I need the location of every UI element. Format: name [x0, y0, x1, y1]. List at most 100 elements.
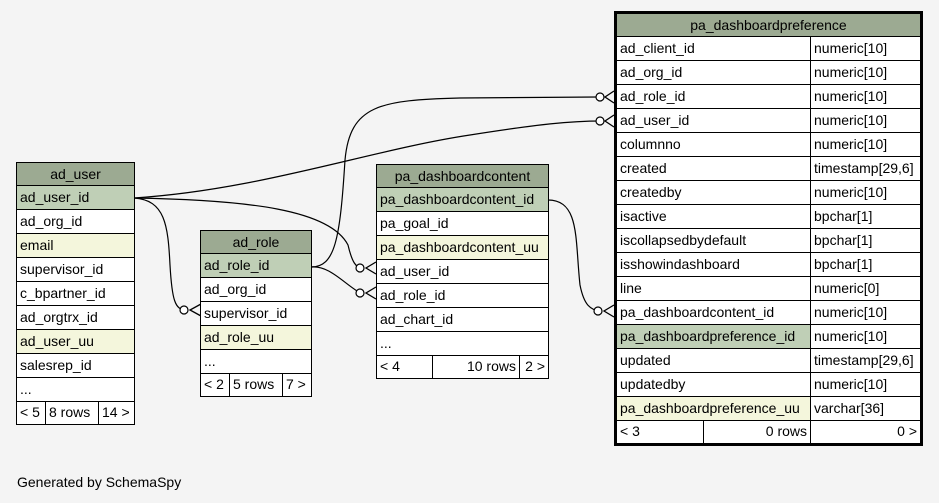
- ad-user-row: ad_org_id: [17, 210, 134, 234]
- column-type: numeric[10]: [810, 301, 920, 324]
- pref-row-count: 0 rows: [704, 421, 811, 443]
- pref-row-14: updatedby numeric[10]: [617, 373, 920, 397]
- edge-ad-user-to-pref-user: [133, 120, 603, 199]
- ad-role-row: supervisor_id: [201, 302, 311, 326]
- pa-dashboardcontent-parents-link[interactable]: < 4: [377, 356, 433, 378]
- column-name: ad_client_id: [620, 40, 695, 56]
- ad-user-footer: < 5 8 rows 14 >: [17, 402, 134, 424]
- pa-dashboardcontent-row: ad_chart_id: [377, 308, 548, 332]
- ad-role-row: ad_role_uu: [201, 326, 311, 350]
- ad-user-row: ad_user_uu: [17, 330, 134, 354]
- ad-user-row: supervisor_id: [17, 258, 134, 282]
- ad-role-row-count: 5 rows: [230, 374, 283, 396]
- pa-dashboardcontent-row: ad_role_id: [377, 284, 548, 308]
- ad-user-row-count: 8 rows: [46, 402, 99, 424]
- ad-role-row: ad_org_id: [201, 278, 311, 302]
- column-name: updatedby: [620, 376, 686, 392]
- pa-dashboardcontent-table[interactable]: pa_dashboardcontent pa_dashboardcontent_…: [376, 164, 549, 379]
- pa-dashboardpreference-footer: < 3 0 rows 0 >: [617, 421, 920, 443]
- pref-row-3: ad_user_id numeric[10]: [617, 109, 920, 133]
- pa-dashboardcontent-row: ...: [377, 332, 548, 356]
- column-type: numeric[10]: [810, 61, 920, 84]
- edge-ad-user-to-role-supervisor: [133, 197, 187, 311]
- ad-user-title: ad_user: [17, 163, 134, 186]
- pref-row-10: line numeric[0]: [617, 277, 920, 301]
- pa-dashboardcontent-row: pa_dashboardcontent_uu: [377, 236, 548, 260]
- edge-ad-user-to-content-user: [133, 197, 363, 269]
- column-name: isactive: [620, 208, 667, 224]
- column-type: numeric[10]: [810, 325, 920, 348]
- column-type: varchar[36]: [810, 397, 920, 420]
- column-type: numeric[10]: [810, 133, 920, 156]
- column-type: timestamp[29,6]: [810, 349, 920, 372]
- column-name: pa_dashboardcontent_id: [620, 304, 775, 320]
- pref-row-4: columnno numeric[10]: [617, 133, 920, 157]
- column-type: numeric[0]: [810, 277, 920, 300]
- pref-row-12: pa_dashboardpreference_id numeric[10]: [617, 325, 920, 349]
- column-name: pa_dashboardpreference_id: [620, 328, 796, 344]
- column-type: bpchar[1]: [810, 229, 920, 252]
- pref-children-link[interactable]: 0 >: [897, 423, 917, 439]
- column-type: numeric[10]: [810, 181, 920, 204]
- edge-role-to-pref-role: [310, 96, 603, 268]
- ad-user-row: email: [17, 234, 134, 258]
- ad-user-row: c_bpartner_id: [17, 282, 134, 306]
- column-name: ad_role_id: [620, 88, 686, 104]
- column-name: line: [620, 280, 642, 296]
- column-name: isshowindashboard: [620, 256, 740, 272]
- ad-user-row: ad_user_id: [17, 186, 134, 210]
- column-type: bpchar[1]: [810, 205, 920, 228]
- column-name: updated: [620, 352, 671, 368]
- ad-user-row: salesrep_id: [17, 354, 134, 378]
- pref-row-6: createdby numeric[10]: [617, 181, 920, 205]
- edge-content-to-pref-content: [547, 199, 603, 313]
- column-name: iscollapsedbydefault: [620, 232, 747, 248]
- pref-row-15: pa_dashboardpreference_uu varchar[36]: [617, 397, 920, 421]
- pa-dashboardcontent-title: pa_dashboardcontent: [377, 165, 548, 188]
- pref-row-2: ad_role_id numeric[10]: [617, 85, 920, 109]
- pa-dashboardcontent-footer: < 4 10 rows 2 >: [377, 356, 548, 378]
- pa-dashboardcontent-children-link[interactable]: 2 >: [525, 358, 545, 374]
- column-name: ad_org_id: [620, 64, 683, 80]
- ad-role-footer: < 2 5 rows 7 >: [201, 374, 311, 396]
- pa-dashboardcontent-row: ad_user_id: [377, 260, 548, 284]
- pref-parents-link[interactable]: < 3: [617, 421, 704, 443]
- ad-user-row: ...: [17, 378, 134, 402]
- column-type: bpchar[1]: [810, 253, 920, 276]
- ad-user-row: ad_orgtrx_id: [17, 306, 134, 330]
- ad-role-row: ad_role_id: [201, 254, 311, 278]
- pa-dashboardcontent-row: pa_dashboardcontent_id: [377, 188, 548, 212]
- column-type: timestamp[29,6]: [810, 157, 920, 180]
- ad-role-table[interactable]: ad_role ad_role_id ad_org_id supervisor_…: [200, 230, 312, 397]
- ad-user-parents-link[interactable]: < 5: [17, 402, 46, 424]
- column-name: columnno: [620, 136, 681, 152]
- column-type: numeric[10]: [810, 37, 920, 60]
- column-type: numeric[10]: [810, 85, 920, 108]
- pref-row-11: pa_dashboardcontent_id numeric[10]: [617, 301, 920, 325]
- column-type: numeric[10]: [810, 373, 920, 396]
- edge-role-to-content-role: [310, 266, 363, 295]
- ad-user-table[interactable]: ad_user ad_user_id ad_org_id email super…: [16, 162, 135, 425]
- ad-role-children-link[interactable]: 7 >: [286, 376, 306, 392]
- column-name: created: [620, 160, 667, 176]
- pref-row-9: isshowindashboard bpchar[1]: [617, 253, 920, 277]
- column-name: ad_user_id: [620, 112, 690, 128]
- pref-row-8: iscollapsedbydefault bpchar[1]: [617, 229, 920, 253]
- pa-dashboardcontent-row-count: 10 rows: [433, 356, 520, 378]
- pref-row-1: ad_org_id numeric[10]: [617, 61, 920, 85]
- column-type: numeric[10]: [810, 109, 920, 132]
- column-name: createdby: [620, 184, 682, 200]
- ad-role-parents-link[interactable]: < 2: [201, 374, 230, 396]
- pref-row-7: isactive bpchar[1]: [617, 205, 920, 229]
- ad-role-title: ad_role: [201, 231, 311, 254]
- pa-dashboardcontent-row: pa_goal_id: [377, 212, 548, 236]
- generated-by-footer: Generated by SchemaSpy: [17, 474, 182, 490]
- ad-user-children-link[interactable]: 14 >: [102, 404, 130, 420]
- pref-row-13: updated timestamp[29,6]: [617, 349, 920, 373]
- ad-role-row: ...: [201, 350, 311, 374]
- pref-row-0: ad_client_id numeric[10]: [617, 37, 920, 61]
- column-name: pa_dashboardpreference_uu: [620, 400, 800, 416]
- pa-dashboardpreference-title: pa_dashboardpreference: [617, 14, 920, 37]
